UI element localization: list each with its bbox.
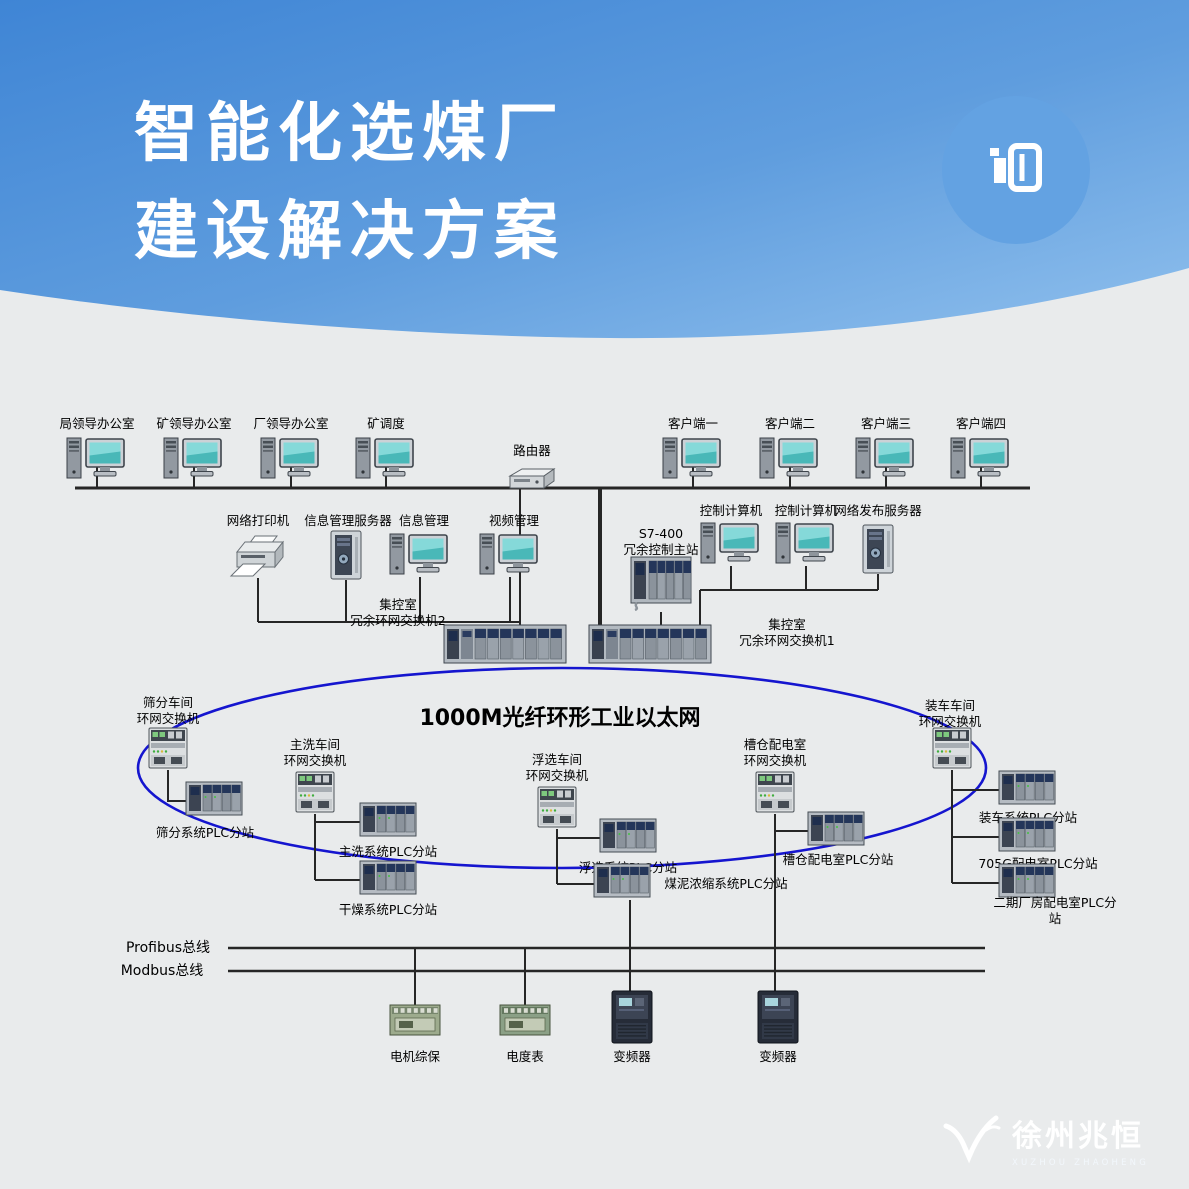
desktop-computer-icon [698, 521, 764, 571]
node-office-mine-label: 矿领导办公室 [156, 415, 232, 431]
vfd-cabinet-icon [755, 989, 801, 1049]
desktop-computer-icon [258, 436, 324, 486]
ring-network-ellipse [136, 666, 988, 870]
node-s7400-label: S7-400 冗余控制主站 [623, 525, 699, 557]
desktop-computer-icon [853, 436, 919, 486]
node-office-plant-label: 厂领导办公室 [253, 415, 329, 431]
desktop-computer-icon [387, 532, 453, 582]
protection-relay-icon [388, 1002, 442, 1042]
brand-name-en: XUZHOU ZHAOHENG [1012, 1157, 1150, 1168]
header-badge [942, 96, 1090, 244]
node-info-server-label: 信息管理服务器 [304, 512, 392, 528]
ring-switch-icon [530, 785, 584, 833]
node-client-3-label: 客户端三 [860, 415, 912, 431]
plc-station-icon [998, 862, 1056, 904]
ring-switch-icon [748, 770, 802, 818]
desktop-computer-icon [353, 436, 419, 486]
node-dispatch-label: 矿调度 [367, 415, 405, 431]
node-web-server-label: 网络发布服务器 [834, 502, 922, 518]
node-client-2-label: 客户端二 [764, 415, 816, 431]
vfd-cabinet-icon [609, 989, 655, 1049]
ring-switch-icon [925, 726, 979, 774]
node-rack2-label: 集控室 冗余环网交换机2 [350, 596, 446, 628]
desktop-computer-icon [161, 436, 227, 486]
node-sw-loading-label: 装车车间 环网交换机 [918, 697, 982, 729]
node-plc-drying-label: 干燥系统PLC分站 [338, 901, 438, 917]
node-info-mgmt-label: 信息管理 [398, 512, 450, 528]
node-vfd1-label: 变频器 [613, 1048, 651, 1064]
profibus-bus-label: Profibus总线 [125, 940, 211, 956]
node-plc-slime-label: 煤泥浓缩系统PLC分站 [664, 875, 788, 891]
modbus-bus-label: Modbus总线 [120, 963, 204, 979]
plc-rack-icon [627, 553, 695, 615]
plc-station-icon [359, 859, 417, 901]
node-vfd2-label: 变频器 [759, 1048, 797, 1064]
node-plc-screening-label: 筛分系统PLC分站 [155, 824, 255, 840]
node-video-mgmt-label: 视频管理 [488, 512, 540, 528]
desktop-computer-icon [757, 436, 823, 486]
brand-mark-icon [943, 1115, 1001, 1164]
node-motor-protect-label: 电机综保 [389, 1048, 441, 1064]
node-sw-flotation-label: 浮选车间 环网交换机 [525, 751, 589, 783]
plc-station-icon [807, 810, 865, 852]
node-client-1-label: 客户端一 [667, 415, 719, 431]
wire [167, 770, 188, 802]
building-icon [990, 143, 1042, 192]
brand-name: 徐州兆恒 [1012, 1118, 1144, 1154]
ring-network-label: 1000M光纤环形工业以太网 [419, 706, 701, 731]
node-ctrl-pc2-label: 控制计算机 [774, 502, 838, 518]
plc-station-icon [593, 862, 651, 904]
node-router-label: 路由器 [513, 442, 551, 458]
node-rack1-label: 集控室 冗余环网交换机1 [739, 616, 835, 648]
page-title-line2: 建设解决方案 [134, 195, 566, 267]
network-printer-icon [229, 534, 287, 582]
plc-rack-icon [588, 623, 712, 669]
header-background [0, 0, 1189, 339]
plc-station-icon [998, 816, 1056, 858]
router-icon [505, 465, 559, 499]
plc-station-icon [185, 780, 243, 822]
page-title-line1: 智能化选煤厂 [134, 97, 566, 169]
node-plc-washing-label: 主洗系统PLC分站 [338, 843, 438, 859]
plc-rack-icon [443, 623, 567, 669]
node-office-bureau-label: 局领导办公室 [59, 415, 135, 431]
node-ctrl-pc1-label: 控制计算机 [699, 502, 763, 518]
server-tower-icon [326, 529, 366, 585]
node-meter-label: 电度表 [506, 1048, 544, 1064]
ring-switch-icon [141, 726, 195, 774]
desktop-computer-icon [64, 436, 130, 486]
node-sw-washing-label: 主洗车间 环网交换机 [283, 736, 347, 768]
desktop-computer-icon [773, 521, 839, 571]
node-plc-bunker-label: 槽仓配电室PLC分站 [782, 851, 894, 867]
plc-station-icon [359, 801, 417, 843]
desktop-computer-icon [660, 436, 726, 486]
node-sw-screening-label: 筛分车间 环网交换机 [136, 694, 200, 726]
desktop-computer-icon [948, 436, 1014, 486]
node-printer-label: 网络打印机 [226, 512, 290, 528]
plc-station-icon [599, 817, 657, 859]
brand-logo: 徐州兆恒 XUZHOU ZHAOHENG [938, 1110, 1149, 1168]
node-plc-phase2-label: 二期厂房配电室PLC分站 [993, 894, 1117, 926]
node-sw-bunker-label: 槽仓配电室 环网交换机 [743, 736, 807, 768]
server-tower-icon [858, 523, 898, 579]
node-client-4-label: 客户端四 [955, 415, 1007, 431]
plc-station-icon [998, 769, 1056, 811]
desktop-computer-icon [477, 532, 543, 582]
ring-switch-icon [288, 770, 342, 818]
power-meter-icon [498, 1002, 552, 1042]
